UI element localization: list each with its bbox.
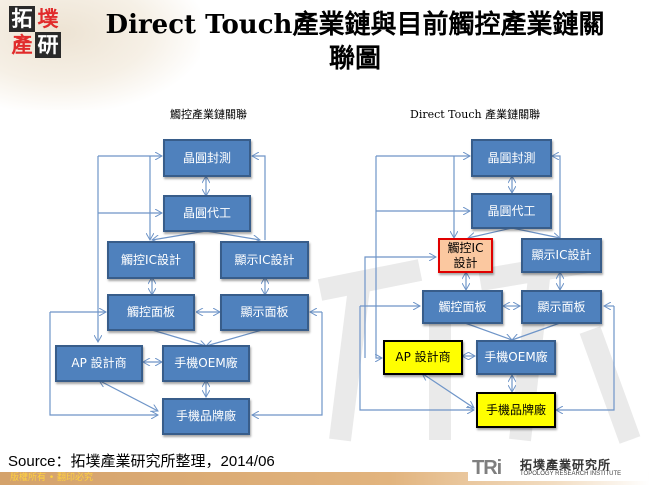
node-display-panel: 顯示面板	[521, 290, 602, 324]
source-note: Source：拓墣產業研究所整理，2014/06	[8, 453, 275, 470]
node-wafer-foundry: 晶圓代工	[163, 195, 251, 232]
logo-char: 拓	[9, 6, 35, 32]
tri-institute-logo: TRi 拓墣產業研究所 TOPOLOGY RESEARCH INSTITUTE	[468, 455, 648, 481]
node-phone-oem: 手機OEM廠	[162, 345, 250, 382]
node-wafer-packaging-testing: 晶圓封測	[471, 139, 552, 177]
node-label-line-1: 觸控IC	[447, 240, 484, 255]
node-touch-panel: 觸控面板	[107, 294, 195, 331]
node-ap-designer-highlighted: AP 設計商	[383, 340, 463, 375]
node-phone-oem: 手機OEM廠	[476, 340, 556, 375]
right-diagram-title: Direct Touch 產業鏈關聯	[410, 108, 541, 121]
left-diagram-title: 觸控產業鏈關聯	[170, 108, 247, 121]
tri-mark: TRi	[472, 457, 502, 479]
node-phone-brand: 手機品牌廠	[162, 398, 250, 435]
node-display-ic-design: 顯示IC設計	[521, 238, 602, 273]
node-touch-ic-design: 觸控IC設計	[107, 241, 195, 279]
node-display-ic-design: 顯示IC設計	[220, 241, 309, 279]
slide-title: Direct Touch產業鏈與目前觸控產業鏈關 聯圖	[70, 8, 640, 76]
institute-name-cn: 拓墣產業研究所	[520, 458, 612, 472]
node-label-line-2: 設計	[453, 255, 478, 270]
logo-char: 研	[35, 32, 61, 58]
node-phone-brand-highlighted: 手機品牌廠	[476, 392, 556, 428]
node-touch-panel: 觸控面板	[422, 290, 503, 324]
node-touch-ic-design-highlighted: 觸控IC 設計	[438, 238, 493, 273]
node-ap-designer: AP 設計商	[55, 345, 143, 382]
node-wafer-foundry: 晶圓代工	[471, 193, 552, 229]
node-wafer-packaging-testing: 晶圓封測	[163, 139, 251, 177]
logo-char: 墣	[37, 7, 59, 31]
institute-name-en: TOPOLOGY RESEARCH INSTITUTE	[520, 471, 622, 477]
logo-char: 產	[11, 33, 33, 57]
copyright-text: 版權所有 • 翻印必究	[10, 473, 94, 483]
node-display-panel: 顯示面板	[220, 294, 309, 331]
title-line-2: 聯圖	[328, 44, 381, 74]
title-line-1: Direct Touch產業鏈與目前觸控產業鏈關	[105, 10, 605, 40]
tri-logo-badge: 拓 墣 產 研	[9, 6, 61, 58]
